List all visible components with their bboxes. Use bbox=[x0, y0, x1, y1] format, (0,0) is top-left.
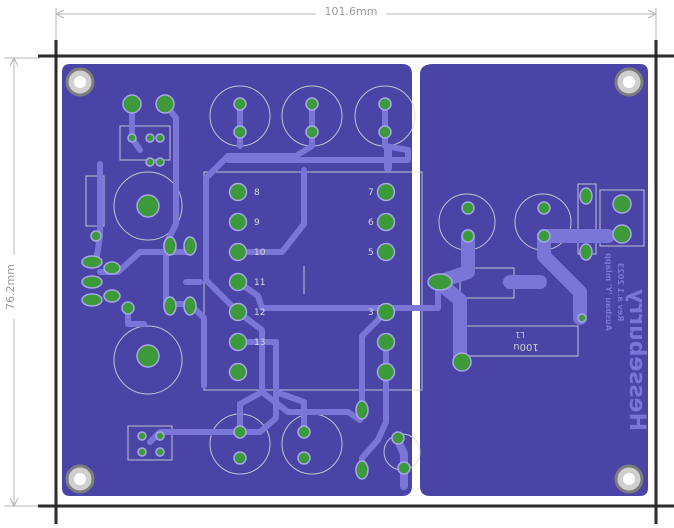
board-note-line-2: Rev a.1 2023 bbox=[616, 263, 625, 322]
pin-label: 6 bbox=[368, 218, 374, 228]
width-dimension-label: 101.6mm bbox=[325, 5, 378, 18]
pin-label: 9 bbox=[254, 218, 260, 228]
height-dimension-label: 76.2mm bbox=[4, 264, 17, 310]
pads-dip-left bbox=[228, 182, 248, 382]
mounting-hole-bottom-left bbox=[65, 464, 95, 494]
pin-labels: 7 6 5 8 9 10 11 12 13 3 bbox=[254, 188, 374, 348]
pads-top-capacitors bbox=[233, 97, 551, 475]
pin-label: 3 bbox=[368, 308, 374, 318]
pads-left-cluster bbox=[81, 94, 197, 368]
pin-label: 12 bbox=[254, 308, 265, 318]
pads-dip-right bbox=[376, 182, 396, 382]
mounting-hole-top-right bbox=[614, 67, 644, 97]
pin-label: 10 bbox=[254, 248, 266, 258]
mounting-hole-bottom-right bbox=[614, 464, 644, 494]
pin-label: 13 bbox=[254, 338, 265, 348]
board-note-line-1: Ausbau 'Y' mlapp bbox=[604, 253, 613, 331]
pads bbox=[81, 94, 632, 480]
brand-text: Hesseburry bbox=[624, 289, 649, 431]
inductor-ref-label: L1 bbox=[515, 330, 525, 339]
inductor-value-label: 100u bbox=[513, 341, 538, 352]
pads-right-section bbox=[427, 187, 632, 372]
mounting-holes bbox=[65, 67, 644, 494]
pin-label: 8 bbox=[254, 188, 260, 198]
mounting-hole-top-left bbox=[65, 67, 95, 97]
pads-bottom bbox=[137, 400, 369, 480]
pin-label: 7 bbox=[368, 188, 374, 198]
pin-label: 5 bbox=[368, 248, 374, 258]
board-branding: Hesseburry Ausbau 'Y' mlapp Rev a.1 2023 bbox=[604, 253, 649, 431]
pin-label: 11 bbox=[254, 278, 265, 288]
board-outline bbox=[38, 40, 674, 524]
